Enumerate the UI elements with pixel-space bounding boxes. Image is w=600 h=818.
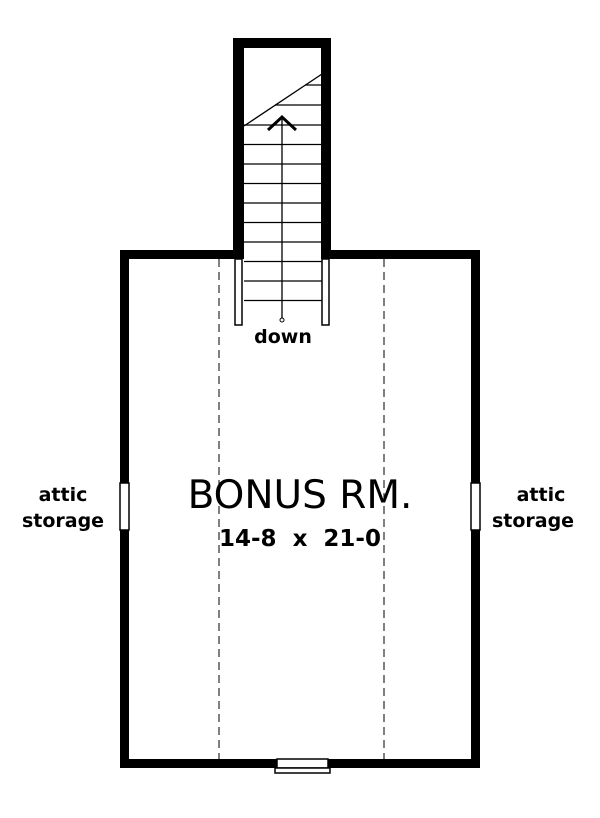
stair-rail-left	[234, 258, 243, 326]
right-attic-door	[470, 482, 481, 531]
stair-start-dot	[279, 317, 285, 323]
right-storage-line1: attic	[517, 484, 566, 506]
bottom-window	[274, 758, 331, 774]
stair-walls	[233, 38, 331, 259]
stair-rail-right	[321, 258, 330, 326]
left-storage-line2: storage	[22, 510, 104, 532]
left-attic-door	[119, 482, 130, 531]
arrow-up-icon	[266, 114, 298, 132]
right-storage-line2: storage	[492, 510, 574, 532]
stair-treads	[244, 84, 322, 302]
room-name: BONUS RM.	[188, 473, 413, 518]
stairs-label: down	[254, 326, 312, 348]
room-walls	[120, 250, 480, 768]
room-dimensions: 14-8 x 21-0	[219, 526, 381, 552]
stair-break-line	[243, 73, 323, 127]
left-storage-line1: attic	[39, 484, 88, 506]
